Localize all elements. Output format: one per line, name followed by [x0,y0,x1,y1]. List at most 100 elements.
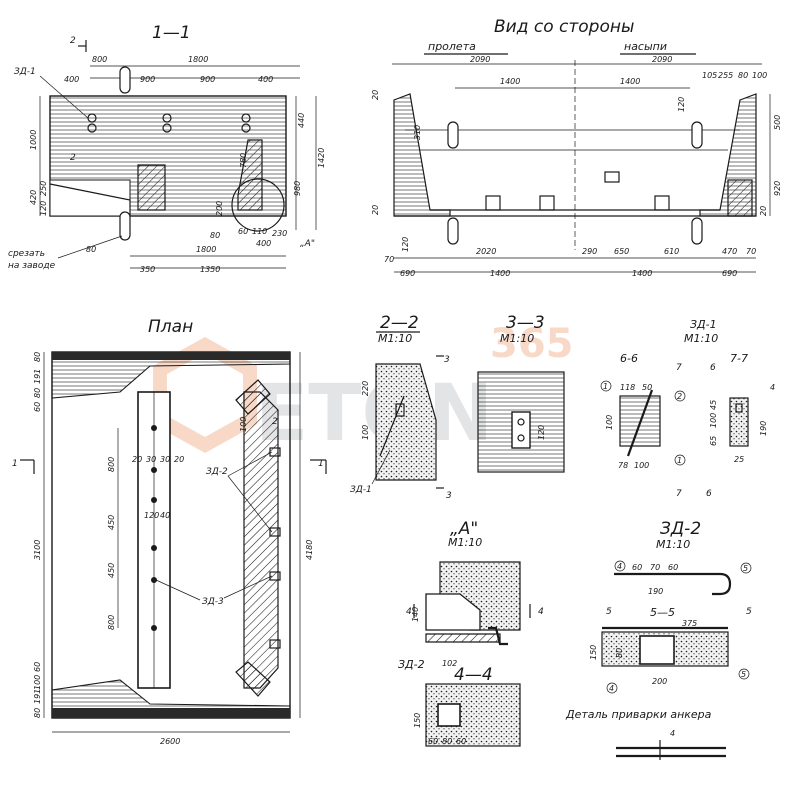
side-1400d: 1400 [632,269,652,278]
side-v120: 120 [401,237,410,252]
dim-230: 230 [272,229,287,238]
dim-120: 120 [39,201,48,216]
plan-l100b: 100 [33,675,42,690]
section-7-7-title: 7-7 [730,352,748,365]
dim-440: 440 [297,113,306,128]
section-6-6-title: 6-6 [620,352,638,365]
s66-100: 100 [605,415,614,430]
plan-title: План [148,317,193,337]
s55-200: 200 [652,677,667,686]
plan-i20b: 20 [174,455,184,464]
section-4-4-title: 4—4 [454,665,493,685]
s44-60: 60 [428,737,438,746]
plan-4180: 4180 [305,540,314,560]
side-80: 80 [738,71,748,80]
zd1-title: ЗД-1 [690,318,717,331]
dim-800: 800 [92,55,107,64]
s55-pos4: 4 [609,684,614,693]
section-2-2-scale: М1:10 [378,332,412,345]
a-102: 102 [442,659,457,668]
dim-900a: 900 [140,75,155,84]
dim-900b: 900 [200,75,215,84]
s22-cut3-bottom: 3 [446,491,452,501]
detail-a: „А" М1:10 4 4 140 ЗД-2 102 [398,519,544,671]
side-v20: 20 [371,90,380,100]
side-view-embankment: насыпи [624,40,667,53]
plan-3100: 3100 [33,540,42,560]
plan-l191b: 191 [33,689,42,704]
section-2-2: 2—2 М1:10 220 100 3 3 ЗД-1 [350,313,452,501]
watermark-number: 365 [490,321,574,367]
dim-400a: 400 [64,75,79,84]
s77-45: 45 [709,400,718,410]
side-2090a: 2090 [470,55,490,64]
tag-zd1: ЗД-1 [14,67,36,77]
side-1400b: 1400 [620,77,640,86]
plan-l191: 191 [33,369,42,384]
dim-800-bottom: 80 [86,245,96,254]
zd2-pos5: 5 [743,564,748,573]
z2-70: 70 [650,563,660,572]
side-100: 100 [752,71,767,80]
zd1-cut6-top: 6 [710,363,716,373]
weld-4: 4 [670,729,675,738]
dim-980: 980 [293,181,302,196]
detail-a-title: „А" [450,519,478,539]
zd1-cut6-bottom: 6 [706,489,712,499]
section-3-3-title: 3—3 [506,313,545,333]
dim-250: 250 [39,181,48,196]
side-v70: 70 [384,255,394,264]
s77-65: 65 [709,436,718,446]
plan-view: План 80 191 80 60 3100 60 100 191 80 [12,317,327,746]
s22-220: 220 [361,381,370,396]
side-v20b: 20 [371,205,380,215]
dim-200: 200 [215,201,224,216]
plan-l60c: 60 [33,662,42,672]
watermark-brand: ETON [255,369,493,459]
s22-100: 100 [361,425,370,440]
side-650: 650 [614,247,629,256]
zd2-detail: ЗД-2 М1:10 60 70 60 190 4 5 5—5 5 5 375 … [589,519,752,694]
dim-420: 420 [29,190,38,205]
plan-2600: 2600 [160,737,180,746]
side-v120r: 120 [677,97,686,112]
plan-i450b: 450 [107,563,116,578]
section-3-3-scale: М1:10 [500,332,534,345]
s55-80: 80 [615,648,624,658]
plan-cut-1-right: 1 [318,459,324,469]
s66-78: 78 [618,461,628,470]
side-255: 255 [718,71,733,80]
plan-l80b: 80 [33,388,42,398]
dim-400-bottom: 400 [256,239,271,248]
dim-780: 780 [239,153,248,168]
z2-60: 60 [632,563,642,572]
side-690b: 690 [722,269,737,278]
s55-cut5-left: 5 [606,607,612,617]
s77-4: 4 [770,383,775,392]
s55-cut5-right: 5 [746,607,752,617]
side-690a: 690 [400,269,415,278]
plan-r100: 100 [239,417,248,432]
s77-100: 100 [709,413,718,428]
plan-i30b: 30 [160,455,170,464]
s44-60b: 60 [456,737,466,746]
zd1-pos1: 1 [677,456,682,465]
plan-l60: 60 [33,402,42,412]
zd2-title: ЗД-2 [660,519,701,539]
side-70b: 70 [746,247,756,256]
side-105: 105 [702,71,717,80]
watermark: ETON 365 [153,321,574,459]
s55-pos5: 5 [741,670,746,679]
dim-1000: 1000 [29,130,38,150]
s44-80: 80 [442,737,452,746]
dim-1800-bottom: 1800 [196,245,216,254]
side-view: Вид со стороны пролета насыпи 2090 2090 … [371,17,782,278]
zd1-pos1b: 1 [603,382,608,391]
s66-100b: 100 [634,461,649,470]
detail-a-cut4-left: 4 [406,607,412,617]
plan-l80: 80 [33,352,42,362]
plan-i800: 800 [107,457,116,472]
plan-i40: 40 [160,511,170,520]
plan-cut-1-left: 1 [12,459,18,469]
